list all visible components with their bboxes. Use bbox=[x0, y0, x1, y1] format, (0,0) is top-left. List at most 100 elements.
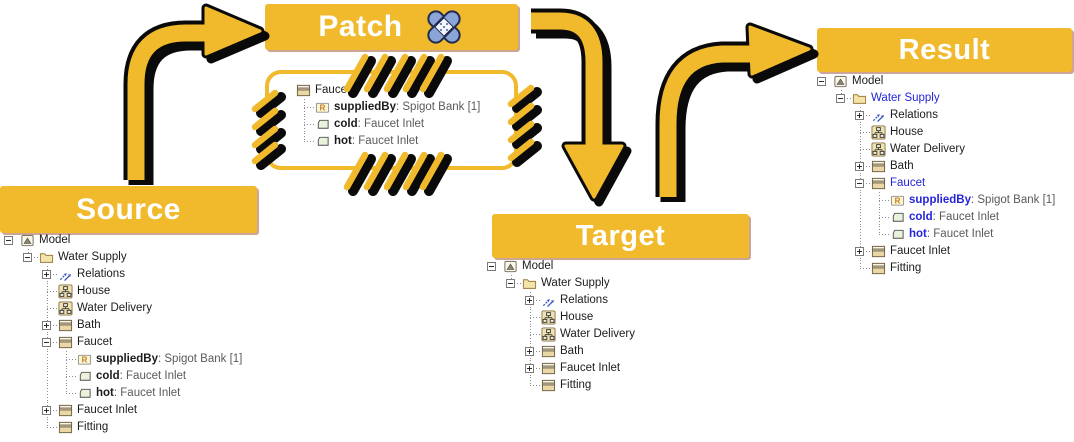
tree-row[interactable]: Faucet bbox=[295, 82, 480, 99]
tree-indent-guide bbox=[813, 192, 832, 209]
expand-icon[interactable] bbox=[525, 347, 534, 356]
collapse-icon[interactable] bbox=[42, 338, 51, 347]
tree-indent-guide bbox=[832, 158, 851, 175]
tree-row[interactable]: cold : Faucet Inlet bbox=[0, 368, 242, 385]
tree-connector bbox=[57, 351, 78, 368]
collapse-icon[interactable] bbox=[817, 77, 826, 86]
tree-row[interactable]: hot : Faucet Inlet bbox=[0, 385, 242, 402]
tree-row[interactable]: Relations bbox=[813, 107, 1055, 124]
tree-row[interactable]: Fitting bbox=[0, 419, 242, 436]
tree-indent-guide bbox=[832, 192, 851, 209]
tree-row[interactable]: Faucet Inlet bbox=[813, 243, 1055, 260]
tree-indent-guide bbox=[813, 141, 832, 158]
tree-row[interactable]: House bbox=[0, 283, 242, 300]
tree-item-label: Water Supply bbox=[541, 277, 610, 289]
tree-item-label: cold bbox=[96, 370, 120, 382]
tree-connector bbox=[521, 360, 542, 377]
class-icon bbox=[541, 378, 556, 393]
expand-icon[interactable] bbox=[42, 321, 51, 330]
tree-row[interactable]: cold : Faucet Inlet bbox=[295, 116, 480, 133]
tree-connector bbox=[38, 402, 59, 419]
tree-item-label: Water Supply bbox=[871, 92, 940, 104]
expand-icon[interactable] bbox=[525, 364, 534, 373]
tree-item-label: Model bbox=[39, 234, 71, 246]
expand-icon[interactable] bbox=[42, 270, 51, 279]
class-icon bbox=[871, 261, 886, 276]
tree-row[interactable]: Faucet bbox=[0, 334, 242, 351]
collapse-icon[interactable] bbox=[487, 262, 496, 271]
tree-connector bbox=[38, 300, 59, 317]
tree-row[interactable]: Relations bbox=[0, 266, 242, 283]
source-banner-label: Source bbox=[76, 192, 181, 226]
tree-indent-guide bbox=[0, 368, 19, 385]
tree-indent-guide bbox=[832, 175, 851, 192]
tree-connector bbox=[57, 385, 78, 402]
expand-icon[interactable] bbox=[855, 247, 864, 256]
collapse-icon[interactable] bbox=[4, 236, 13, 245]
tree-item-label: House bbox=[77, 285, 111, 297]
tree-row[interactable]: cold : Faucet Inlet bbox=[813, 209, 1055, 226]
tree-row[interactable]: Relations bbox=[483, 292, 635, 309]
tree-row[interactable]: Faucet bbox=[813, 175, 1055, 192]
tree-row[interactable]: Water Delivery bbox=[0, 300, 242, 317]
tree-connector bbox=[295, 99, 316, 116]
class-icon bbox=[58, 403, 73, 418]
svg-text:R: R bbox=[320, 103, 326, 112]
tree-row[interactable]: House bbox=[813, 124, 1055, 141]
tree-indent-guide bbox=[19, 266, 38, 283]
tree-row[interactable]: Water Delivery bbox=[813, 141, 1055, 158]
tree-connector bbox=[870, 209, 891, 226]
tree-item-type: : Faucet Inlet bbox=[926, 228, 994, 240]
tree-row[interactable]: hot : Faucet Inlet bbox=[295, 133, 480, 150]
tree-row[interactable]: Bath bbox=[483, 343, 635, 360]
tree-row[interactable]: Bath bbox=[0, 317, 242, 334]
expand-icon[interactable] bbox=[525, 296, 534, 305]
collapse-icon[interactable] bbox=[836, 94, 845, 103]
model-icon bbox=[503, 259, 518, 274]
tree-item-type: : Faucet Inlet bbox=[357, 118, 425, 130]
node-icon bbox=[871, 125, 886, 140]
class-icon bbox=[58, 318, 73, 333]
expand-icon[interactable] bbox=[42, 406, 51, 415]
tree-row[interactable]: hot : Faucet Inlet bbox=[813, 226, 1055, 243]
collapse-icon[interactable] bbox=[506, 279, 515, 288]
tree-indent-guide bbox=[0, 334, 19, 351]
tree-indent-guide bbox=[19, 300, 38, 317]
result-banner: Result bbox=[817, 28, 1072, 72]
arrow-target-to-result bbox=[655, 22, 819, 202]
tree-row[interactable]: Bath bbox=[813, 158, 1055, 175]
collapse-icon[interactable] bbox=[23, 253, 32, 262]
tree-row[interactable]: Water Supply bbox=[0, 249, 242, 266]
expand-icon[interactable] bbox=[855, 111, 864, 120]
tree-row[interactable]: Faucet Inlet bbox=[483, 360, 635, 377]
target-banner-label: Target bbox=[575, 219, 666, 252]
tree-connector bbox=[870, 192, 891, 209]
tree-row[interactable]: Model bbox=[0, 232, 242, 249]
tree-indent-guide bbox=[832, 124, 851, 141]
collapse-icon[interactable] bbox=[855, 179, 864, 188]
tree-row[interactable]: Water Delivery bbox=[483, 326, 635, 343]
tree-row[interactable]: Fitting bbox=[483, 377, 635, 394]
tree-indent-guide bbox=[483, 343, 502, 360]
tree-row[interactable]: House bbox=[483, 309, 635, 326]
tree-item-label: Water Supply bbox=[58, 251, 127, 263]
tree-row[interactable]: Fitting bbox=[813, 260, 1055, 277]
tree-row[interactable]: Water Supply bbox=[483, 275, 635, 292]
tree-item-type: : Faucet Inlet bbox=[351, 135, 419, 147]
tree-row[interactable]: Model bbox=[813, 73, 1055, 90]
tree-indent-guide bbox=[0, 402, 19, 419]
tree-connector bbox=[38, 419, 59, 436]
tree-row[interactable]: Faucet Inlet bbox=[0, 402, 242, 419]
tree-indent-guide bbox=[502, 343, 521, 360]
tree-row[interactable]: Water Supply bbox=[813, 90, 1055, 107]
ref-icon: R bbox=[890, 193, 905, 208]
tree-row[interactable]: Model bbox=[483, 258, 635, 275]
expand-icon[interactable] bbox=[855, 162, 864, 171]
tree-connector bbox=[851, 141, 872, 158]
tree-indent-guide bbox=[0, 300, 19, 317]
tree-connector bbox=[870, 226, 891, 243]
